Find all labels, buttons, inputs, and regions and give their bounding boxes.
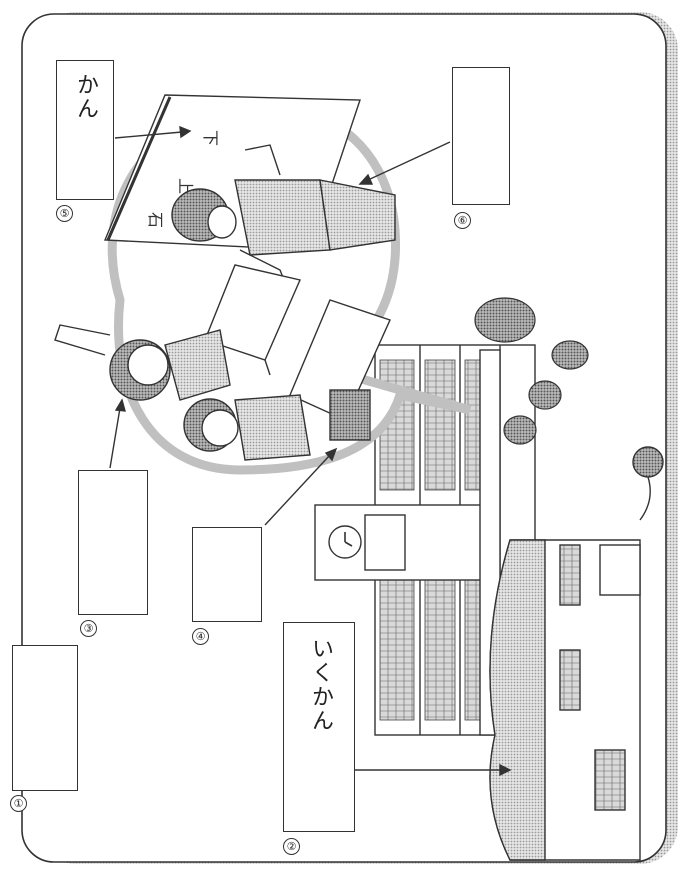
answer-text-2: いくかん [304,637,336,733]
number-3: ③ [80,620,97,637]
number-5: ⑤ [56,205,73,222]
blackboard-char-3: 下 [201,130,220,146]
student-boy [184,395,310,460]
number-4: ④ [192,628,209,645]
number-2: ② [283,838,300,855]
number-1: ① [10,795,27,812]
answer-box-2[interactable]: いくかん [283,622,355,832]
answer-box-6[interactable] [452,67,510,205]
blackboard-char-1: 石 [146,212,165,228]
answer-box-1[interactable] [12,645,78,791]
answer-box-3[interactable] [78,470,148,615]
answer-box-5[interactable]: かん [56,60,114,200]
number-6: ⑥ [454,212,471,229]
answer-text-5: かん [69,73,101,121]
answer-box-4[interactable] [192,527,262,622]
